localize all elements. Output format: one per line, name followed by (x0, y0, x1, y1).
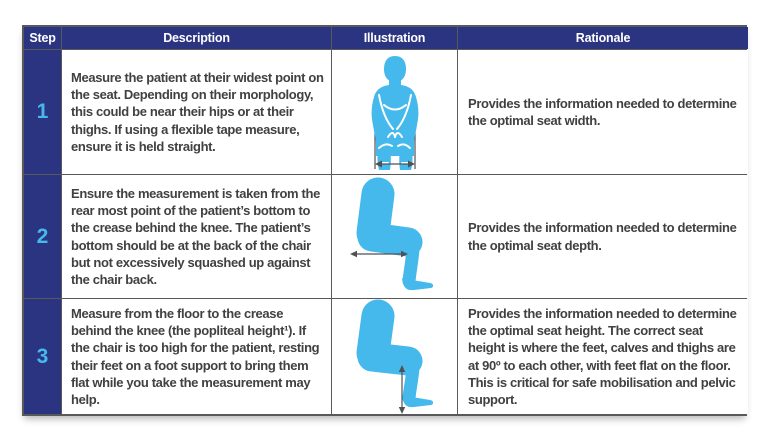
header-illustration-label: Illustration (363, 31, 426, 45)
header-rationale-label: Rationale (575, 31, 631, 45)
description-text: Measure from the floor to the crease beh… (71, 305, 320, 408)
table-row-3-step: 3 (24, 299, 61, 414)
table-row-2-step: 2 (24, 175, 61, 298)
header-step: Step (24, 27, 61, 49)
table-row-1-illustration (332, 50, 457, 174)
step-number: 1 (36, 100, 49, 123)
header-rationale: Rationale (458, 27, 748, 49)
table-row-2-description: Ensure the measurement is taken from the… (62, 175, 331, 298)
header-step-label: Step (29, 31, 56, 45)
rationale-text: Provides the information needed to deter… (468, 95, 737, 128)
seat-width-figure-icon (371, 56, 419, 170)
rationale-text: Provides the information needed to deter… (468, 220, 737, 253)
header-description-label: Description (163, 31, 230, 45)
seat-height-figure-icon (356, 299, 434, 414)
table-row-1-step: 1 (24, 50, 61, 174)
step-number: 2 (36, 224, 49, 248)
table-row-2-rationale: Provides the information needed to deter… (458, 175, 748, 298)
description-text: Ensure the measurement is taken from the… (71, 185, 320, 288)
rationale-text: Provides the information needed to deter… (468, 305, 737, 408)
table-row-2-illustration (332, 175, 457, 298)
table-row-3-illustration (332, 299, 457, 414)
table-row-1-rationale: Provides the information needed to deter… (458, 50, 748, 174)
table-row-1-description: Measure the patient at their widest poin… (62, 50, 331, 174)
description-text: Measure the patient at their widest poin… (71, 69, 324, 154)
seat-depth-figure-icon (350, 177, 434, 291)
header-description: Description (62, 27, 331, 49)
seating-measurement-table: Step Description Illustration Rationale … (22, 25, 748, 416)
header-illustration: Illustration (332, 27, 457, 49)
table-row-3-description: Measure from the floor to the crease beh… (62, 299, 331, 414)
table-row-3-rationale: Provides the information needed to deter… (458, 299, 748, 414)
step-number: 3 (36, 344, 49, 368)
